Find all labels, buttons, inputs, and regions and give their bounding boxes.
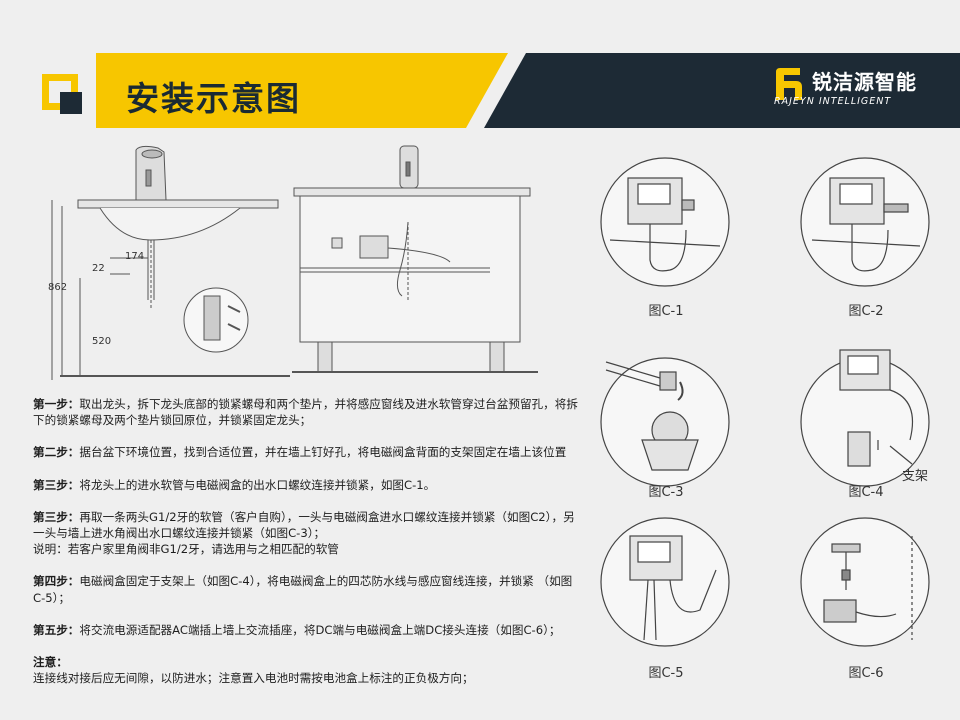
basin-side-diagram (51, 145, 290, 380)
cabinet-front-diagram (292, 145, 538, 373)
install-step-figures (600, 157, 930, 647)
figure-c3-drawing (600, 357, 730, 487)
notice: 注意：连接线对接后应无间隙，以防进水；注意置入电池时需按电池盒上标注的正负极方向… (33, 655, 474, 686)
dimension-520: 520 (92, 336, 112, 347)
figure-c1-caption: 图C-1 (648, 304, 684, 319)
figure-c5-drawing (600, 517, 730, 647)
figure-c6-caption: 图C-6 (848, 666, 884, 681)
step-5: 第五步：将交流电源适配器AC端插上墙上交流插座，将DC端与电磁阀盒上端DC接头连… (33, 622, 561, 637)
header-shapes (96, 53, 960, 128)
figure-c4-drawing (800, 349, 930, 487)
figure-c4-caption: 图C-4 (848, 485, 884, 500)
step-3b-note: 说明：若客户家里角阀非G1/2牙，请选用与之相匹配的软管 (33, 542, 339, 557)
figure-c6-drawing (800, 517, 930, 647)
step-3b: 第三步：再取一条两头G1/2牙的软管（客户自购），一头与电磁阀盒进水口螺纹连接并… (33, 509, 575, 557)
step-4: 第四步：电磁阀盒固定于支架上（如图C-4），将电磁阀盒上的四芯防水线与感应窗线连… (33, 574, 573, 605)
brand-logo-icon (776, 68, 802, 100)
page-title: 安装示意图 (126, 79, 301, 118)
install-instructions: 第一步：取出龙头，拆下龙头底部的锁紧螺母和两个垫片，并将感应窗线及进水软管穿过台… (33, 396, 581, 686)
brand-name: 锐洁源智能 (812, 70, 917, 94)
step-1: 第一步：取出龙头，拆下龙头底部的锁紧螺母和两个垫片，并将感应窗线及进水软管穿过台… (33, 397, 578, 428)
figure-c1-drawing (600, 157, 730, 287)
step-2: 第二步：据台盆下环境位置，找到合适位置，并在墙上钉好孔，将电磁阀盒背面的支架固定… (33, 445, 567, 460)
dimension-22: 22 (92, 263, 105, 274)
dimension-862: 862 (48, 282, 68, 293)
dimension-174: 174 (125, 251, 145, 262)
figure-c2-drawing (800, 157, 930, 287)
figure-c3-caption: 图C-3 (648, 485, 684, 500)
figure-c5-caption: 图C-5 (648, 666, 684, 681)
header-bar: 安装示意图 锐洁源智能 RAJEYN INTELLIGENT (0, 0, 960, 140)
title-deco-dark-square (60, 92, 82, 114)
step-3: 第三步：将龙头上的进水软管与电磁阀盒的出水口螺纹连接并锁紧，如图C-1。 (33, 477, 436, 492)
bracket-label: 支架 (901, 469, 928, 484)
brand-english-name: RAJEYN INTELLIGENT (774, 96, 892, 107)
figure-c2-caption: 图C-2 (848, 304, 884, 319)
